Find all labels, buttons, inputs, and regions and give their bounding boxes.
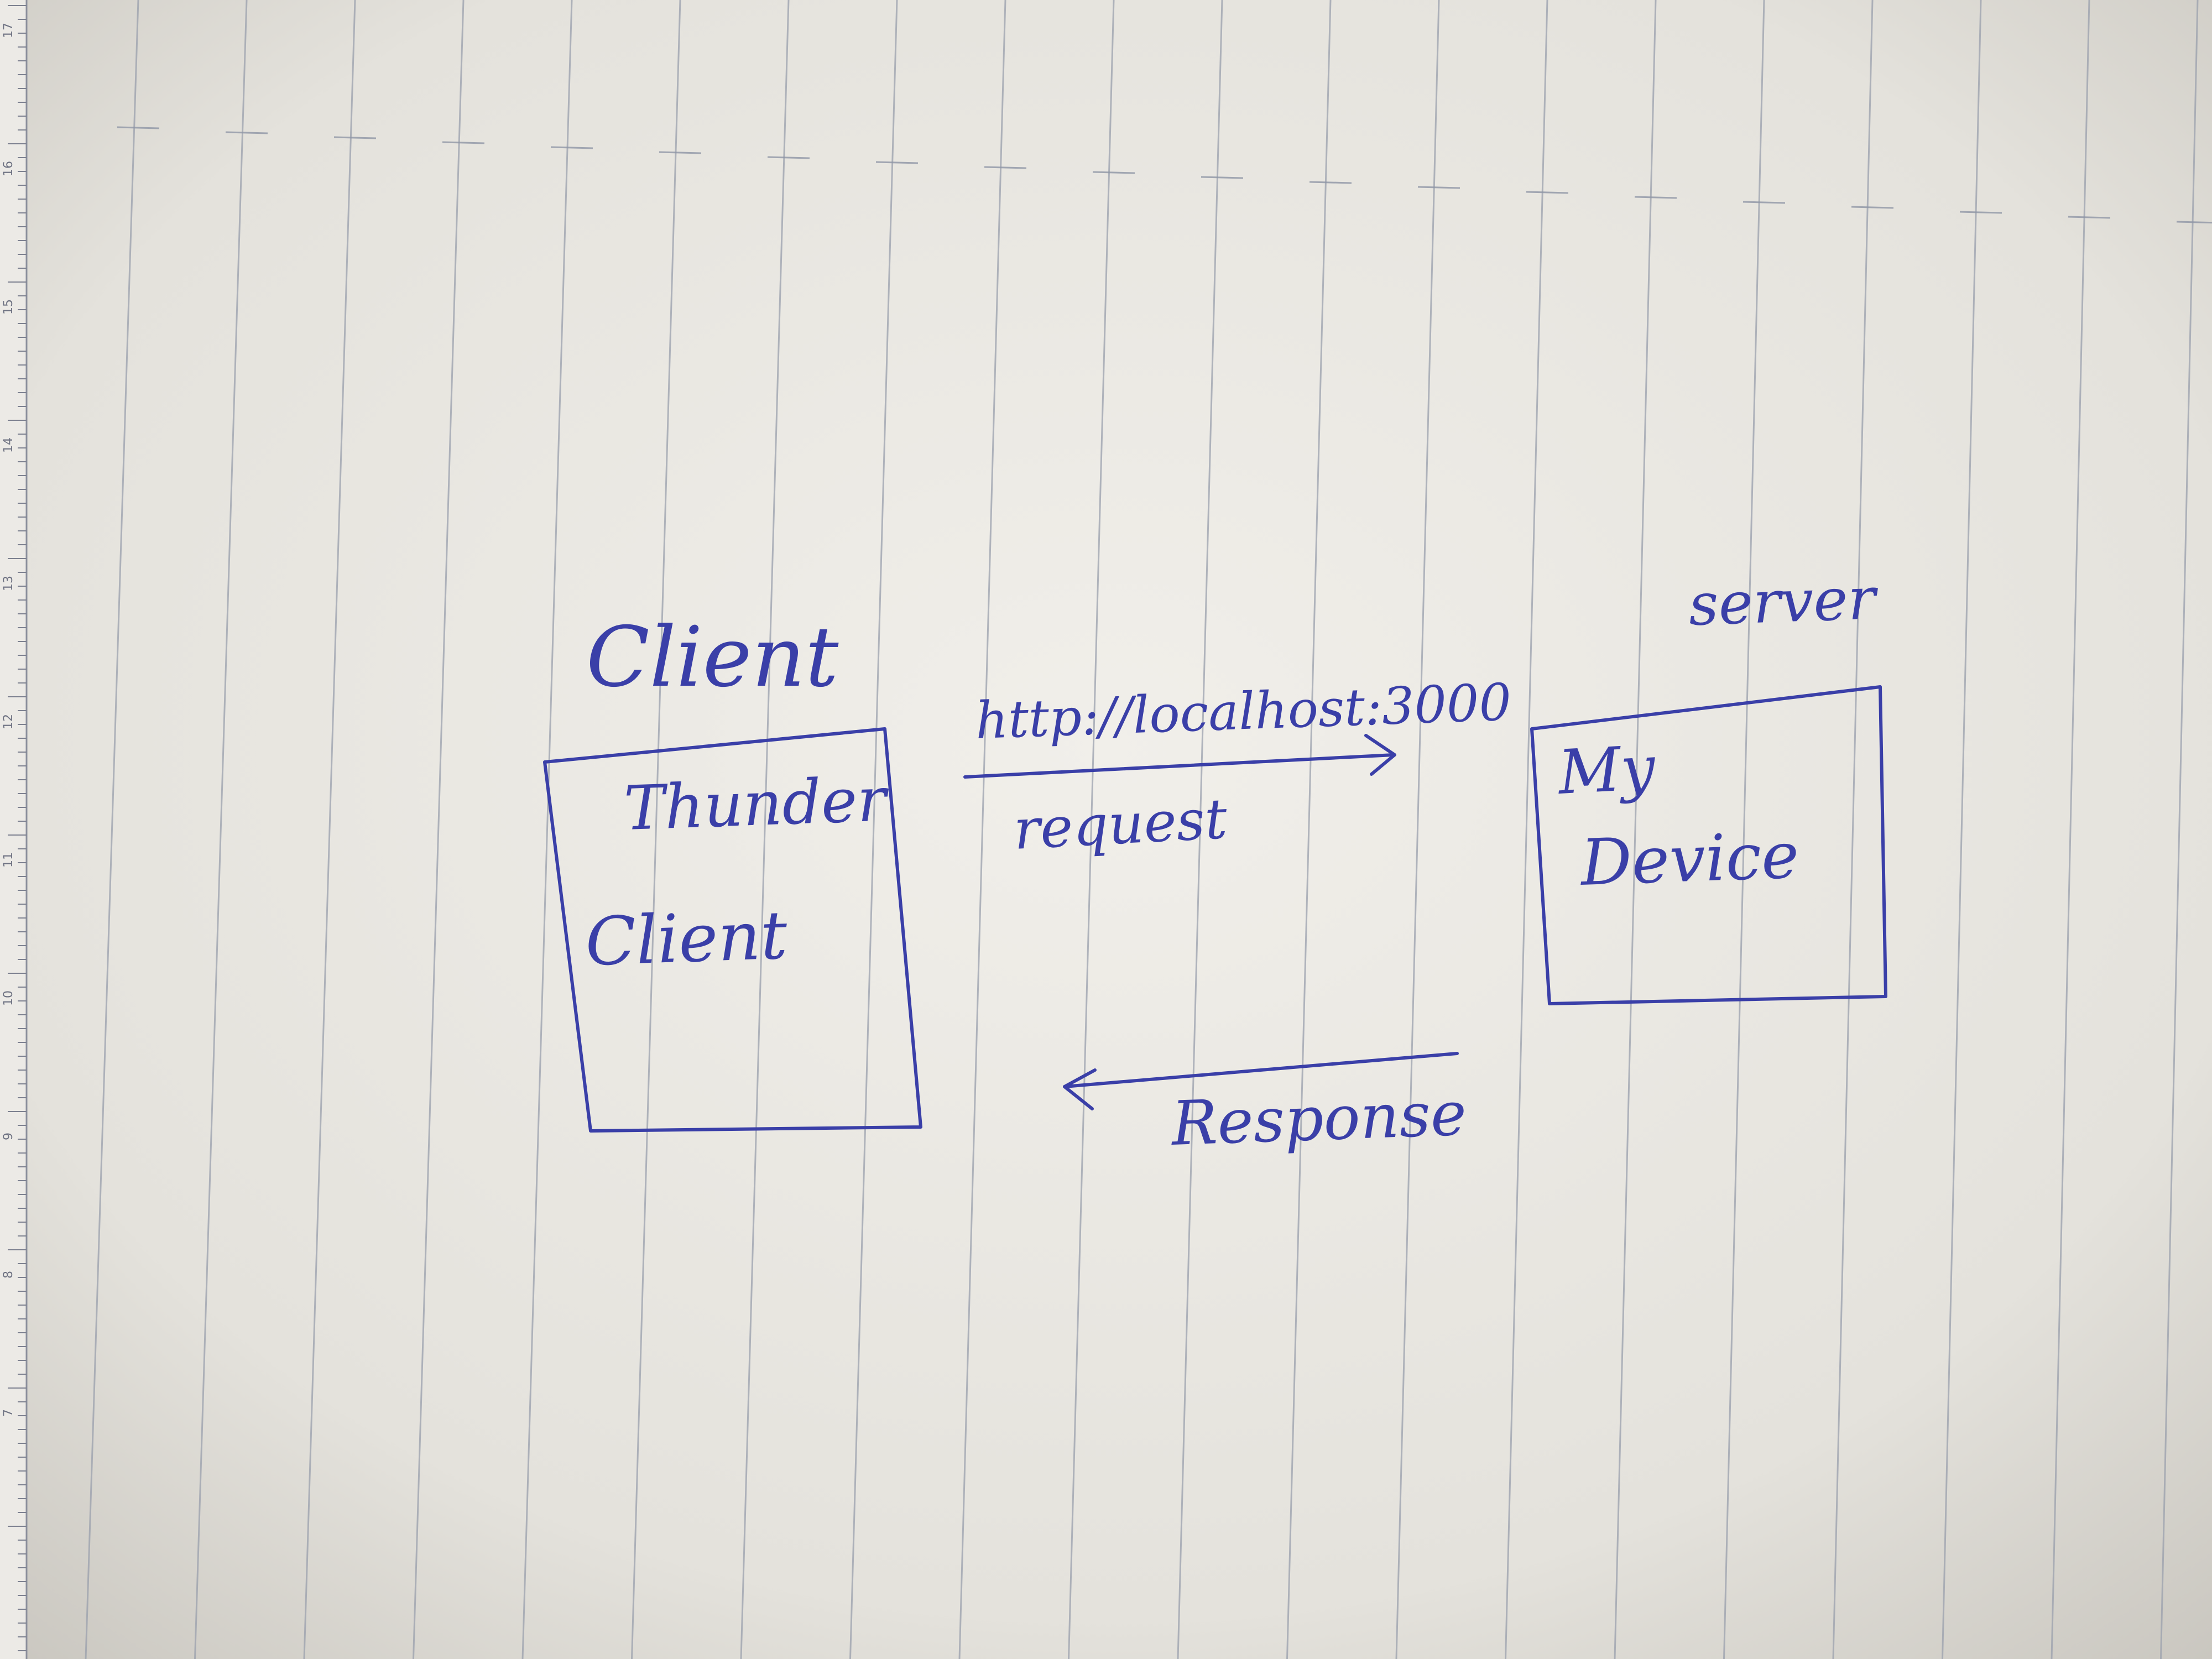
server-heading: server	[1688, 565, 1880, 639]
rule-line	[958, 0, 1006, 1659]
ruler-number: 17	[2, 23, 15, 38]
rule-tick	[1634, 196, 1677, 199]
ruler-number: 11	[2, 852, 15, 868]
rule-tick	[333, 136, 377, 139]
client-box	[543, 727, 922, 1133]
rule-tick	[1851, 206, 1894, 209]
rule-tick	[117, 126, 160, 129]
rule-line	[303, 0, 356, 1659]
rule-line	[631, 0, 681, 1659]
server-box	[1530, 685, 1887, 1005]
rule-tick	[550, 146, 593, 149]
rule-line	[1723, 0, 1765, 1659]
rule-line	[1286, 0, 1332, 1659]
rule-tick	[984, 166, 1027, 169]
rule-tick	[225, 131, 268, 134]
client-box-label-line2: Client	[584, 897, 789, 981]
rule-line	[2051, 0, 2090, 1659]
ruler-number: 12	[2, 714, 15, 729]
client-heading: Client	[586, 609, 839, 706]
rule-tick	[1959, 211, 2002, 214]
rule-tick	[767, 156, 810, 159]
rule-line	[194, 0, 248, 1659]
notebook-rules	[85, 0, 2199, 1659]
ruler-number: 8	[2, 1271, 15, 1279]
rule-tick	[1092, 171, 1135, 174]
rule-tick	[875, 161, 919, 164]
server-box-label-line2: Device	[1578, 818, 1800, 900]
rule-line	[1395, 0, 1440, 1659]
client-box-label-line1: Thunder	[623, 764, 891, 844]
rule-tick	[2176, 221, 2212, 224]
response-label: Response	[1169, 1078, 1468, 1159]
request-label: request	[1012, 786, 1229, 862]
ruler-number: 9	[2, 1133, 15, 1140]
rule-line	[849, 0, 898, 1659]
rule-line	[413, 0, 465, 1659]
ruler-strip: 17 16 15 14 13 12 11 10 9 8 7	[0, 0, 28, 1659]
rule-tick	[1309, 181, 1352, 184]
rule-line	[85, 0, 139, 1659]
rule-line	[1942, 0, 1982, 1659]
rule-line	[1614, 0, 1657, 1659]
ruler-number: 7	[2, 1409, 15, 1417]
rule-tick	[1526, 191, 1569, 194]
rule-tick	[2068, 216, 2111, 219]
rule-tick	[1743, 201, 1786, 204]
rule-tick	[442, 141, 485, 144]
server-box-label-line1: My	[1556, 732, 1658, 808]
request-arrow	[963, 734, 1396, 779]
response-arrow	[1063, 1052, 1459, 1110]
ruler-number: 16	[2, 161, 15, 176]
ruler-number: 15	[2, 299, 15, 315]
rule-line	[1068, 0, 1115, 1659]
rule-line	[2160, 0, 2199, 1659]
rule-tick	[659, 151, 702, 154]
ruler-number: 14	[2, 437, 15, 453]
rule-line	[1505, 0, 1548, 1659]
ruler-number: 10	[2, 990, 15, 1006]
rule-line	[1177, 0, 1223, 1659]
rule-tick	[1417, 186, 1460, 189]
rule-tick	[1201, 176, 1244, 179]
rule-line	[740, 0, 790, 1659]
rule-line	[1832, 0, 1874, 1659]
rule-line	[521, 0, 573, 1659]
ruler-number: 13	[2, 576, 15, 591]
rule-top-ticks	[117, 126, 2212, 224]
